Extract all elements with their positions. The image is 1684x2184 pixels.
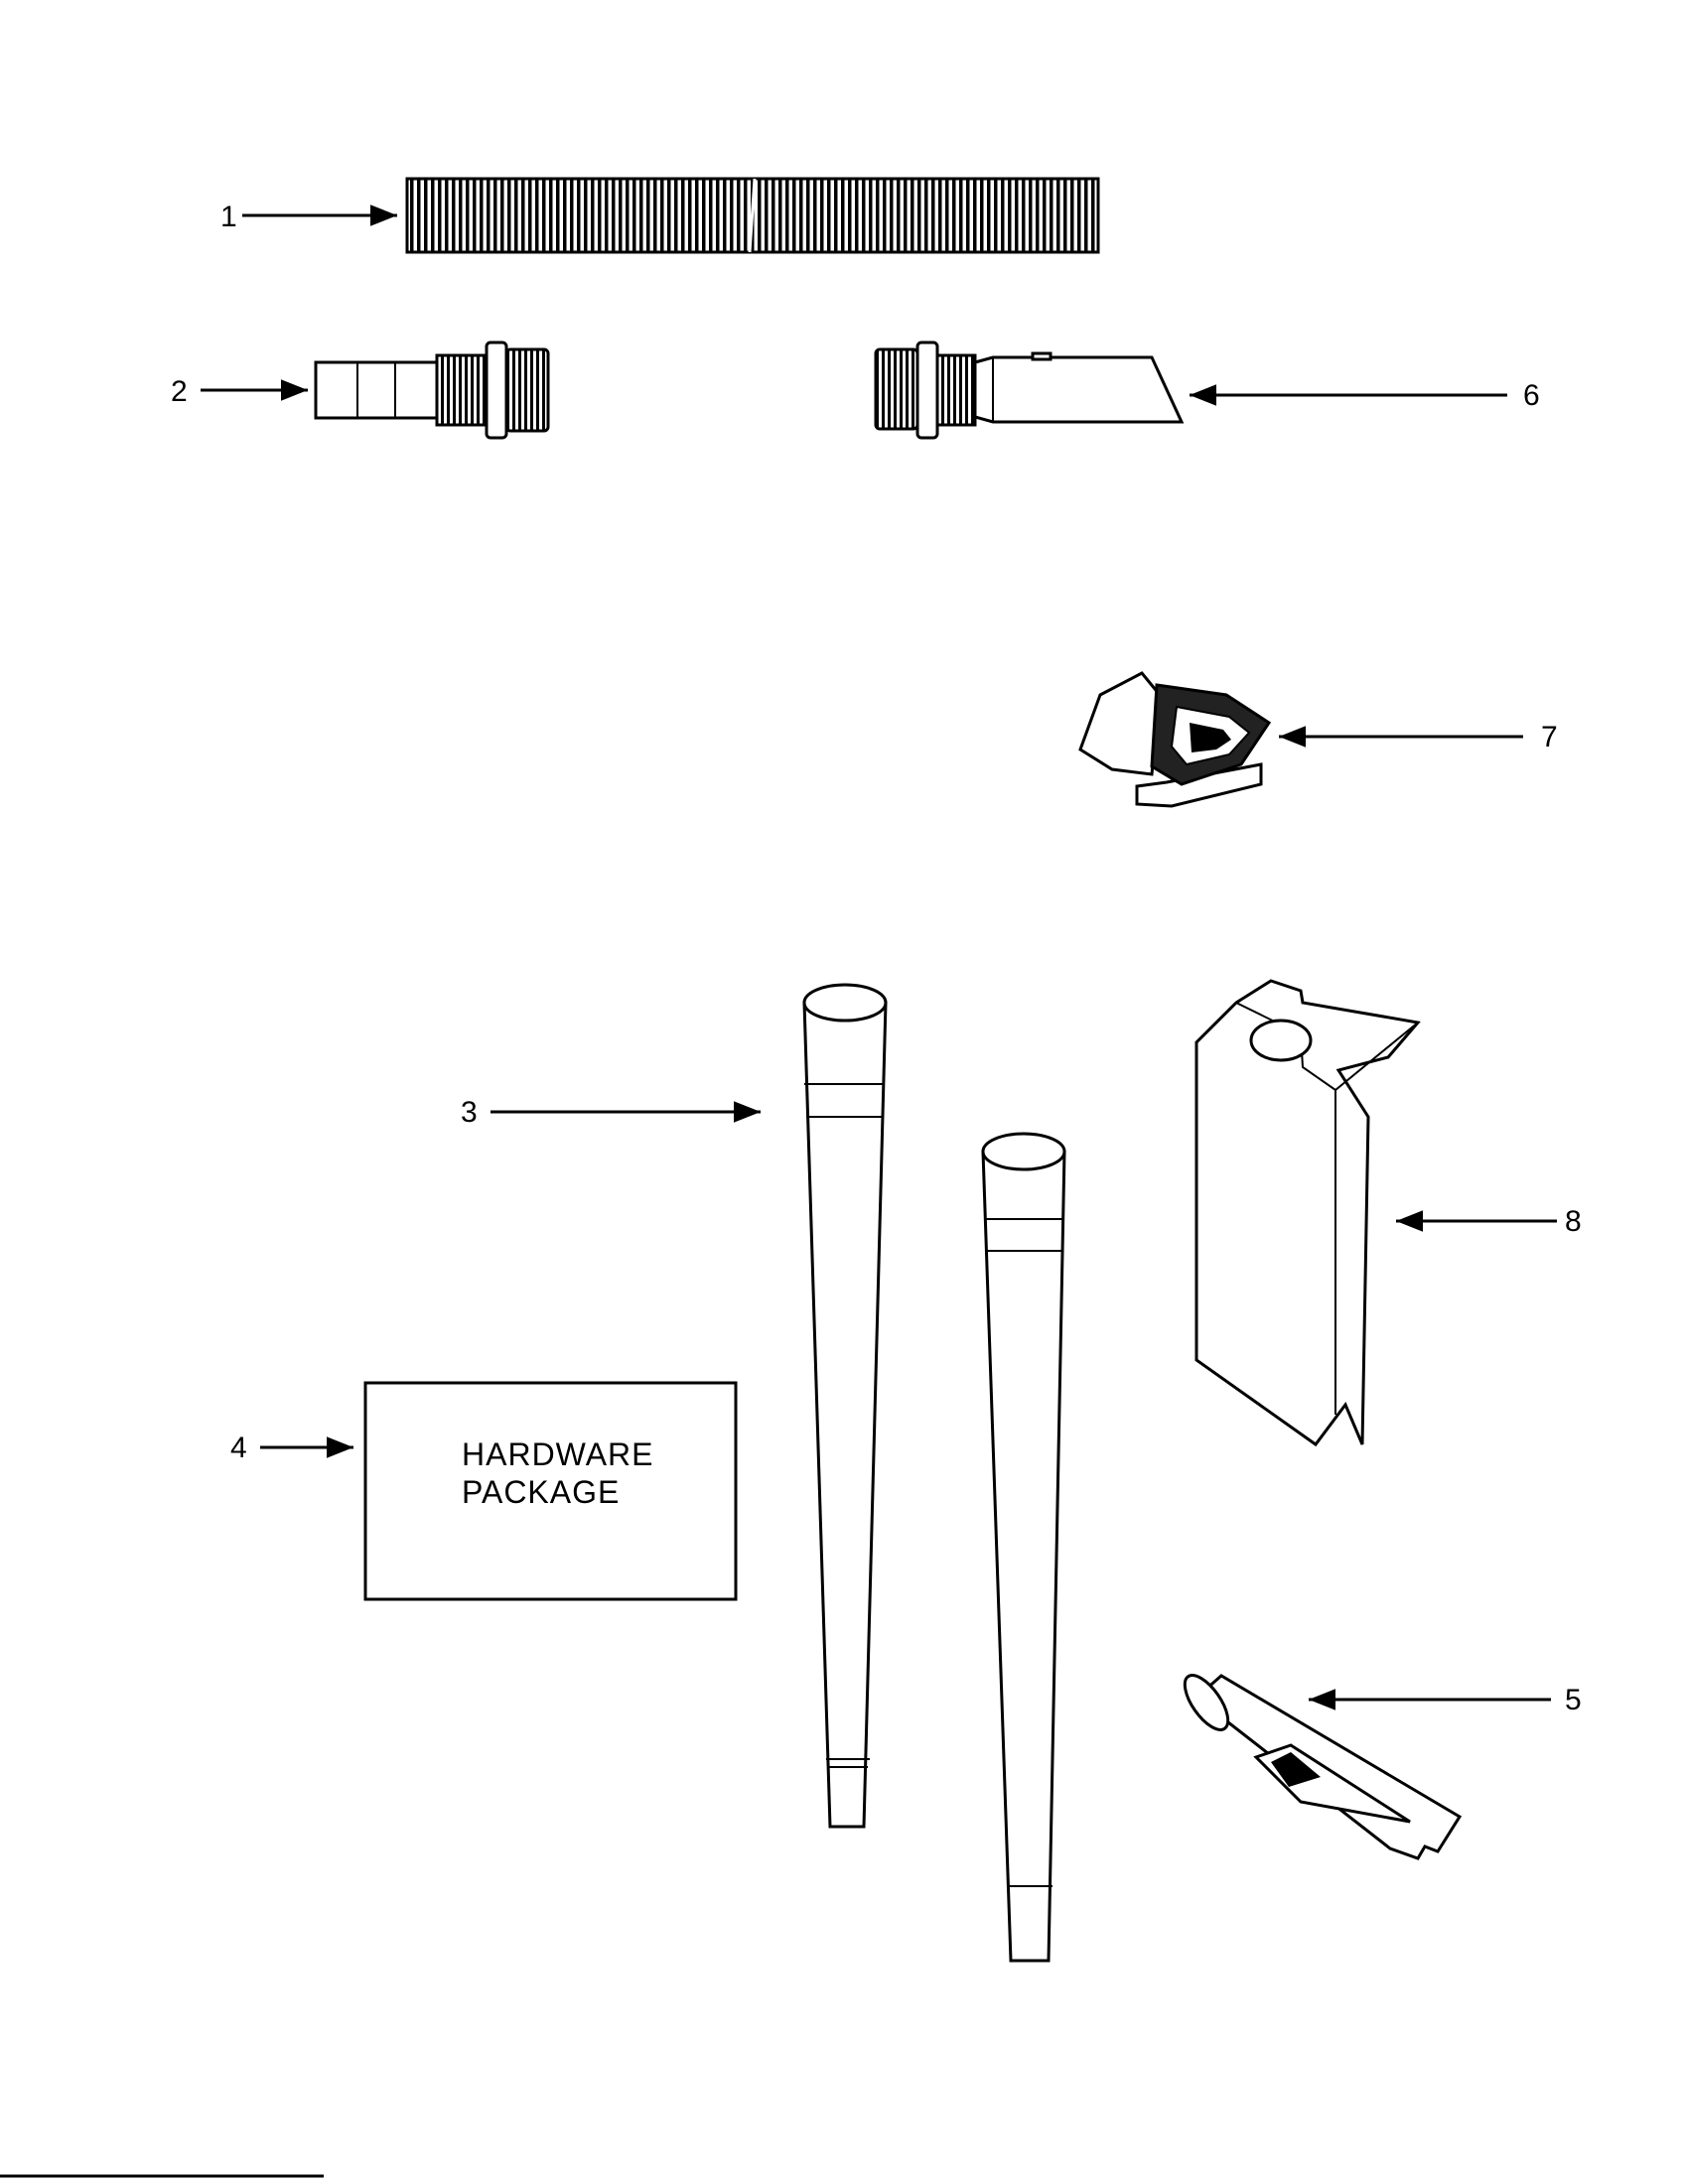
hardware-package-line1: HARDWARE — [462, 1436, 653, 1472]
hardware-package: HARDWARE PACKAGE — [363, 1381, 738, 1601]
callout-label-4: 4 — [230, 1432, 247, 1464]
callout-label-5: 5 — [1565, 1684, 1582, 1716]
wand-right — [981, 1132, 1066, 1963]
crevice-tool — [1183, 1674, 1463, 1860]
callout-label-2: 2 — [171, 375, 188, 408]
callout-label-6: 6 — [1523, 379, 1540, 412]
callout-label-7: 7 — [1541, 721, 1558, 753]
crevice-nozzle — [874, 341, 1185, 440]
hose-cuff — [314, 341, 550, 440]
callout-3: 3 — [461, 1096, 761, 1129]
wand-left — [802, 983, 888, 1829]
upholstery-brush — [1078, 671, 1272, 808]
callout-2: 2 — [171, 375, 308, 408]
callout-label-3: 3 — [461, 1096, 478, 1129]
callout-label-8: 8 — [1565, 1205, 1582, 1238]
hose — [405, 177, 1100, 254]
callout-7: 7 — [1279, 721, 1558, 753]
callout-8: 8 — [1396, 1205, 1582, 1238]
dust-bag — [1194, 979, 1421, 1447]
callout-6: 6 — [1190, 379, 1540, 412]
callout-label-1: 1 — [220, 201, 237, 233]
callout-5: 5 — [1309, 1684, 1582, 1716]
callout-1: 1 — [220, 201, 397, 233]
hardware-package-line2: PACKAGE — [462, 1474, 620, 1510]
callout-4: 4 — [230, 1432, 353, 1464]
